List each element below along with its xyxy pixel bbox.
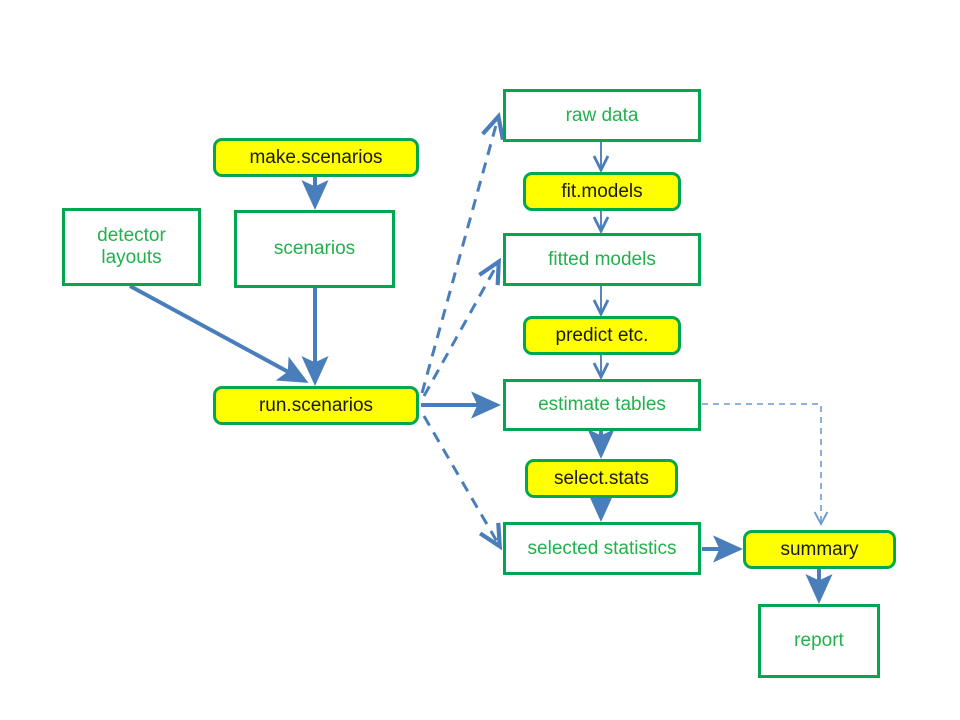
node-select-stats[interactable]: select.stats bbox=[525, 459, 678, 498]
node-label: fitted models bbox=[548, 248, 656, 270]
node-label: summary bbox=[780, 538, 859, 560]
node-label: fit.models bbox=[561, 180, 643, 202]
node-report[interactable]: report bbox=[758, 604, 880, 678]
edge-run-scenarios-to-selected-statistics bbox=[422, 415, 503, 551]
node-selected-statistics[interactable]: selected statistics bbox=[503, 522, 701, 575]
node-fitted-models[interactable]: fitted models bbox=[503, 233, 701, 286]
node-fit-models[interactable]: fit.models bbox=[523, 172, 681, 211]
node-predict-etc[interactable]: predict etc. bbox=[523, 316, 681, 355]
node-label: raw data bbox=[565, 104, 639, 126]
edge-run-scenarios-to-fitted-models bbox=[422, 257, 502, 397]
node-label: detector layouts bbox=[97, 225, 166, 268]
node-scenarios[interactable]: scenarios bbox=[234, 210, 395, 288]
node-label: predict etc. bbox=[555, 324, 649, 346]
node-raw-data[interactable]: raw data bbox=[503, 89, 701, 142]
node-label: select.stats bbox=[553, 467, 650, 489]
node-label: estimate tables bbox=[538, 394, 666, 416]
node-label: run.scenarios bbox=[258, 394, 374, 416]
node-label: report bbox=[794, 630, 844, 652]
node-label: scenarios bbox=[273, 238, 356, 260]
node-run-scenarios[interactable]: run.scenarios bbox=[213, 386, 419, 425]
node-label: make.scenarios bbox=[249, 146, 383, 168]
node-estimate-tables[interactable]: estimate tables bbox=[503, 379, 701, 431]
node-summary[interactable]: summary bbox=[743, 530, 896, 569]
edge-estimate-tables-to-summary bbox=[702, 403, 829, 527]
edge-run-scenarios-to-raw-data bbox=[420, 112, 505, 394]
node-detector-layouts[interactable]: detector layouts bbox=[62, 208, 201, 286]
edge-detector-layouts-to-run-scenarios bbox=[129, 284, 309, 383]
node-label: selected statistics bbox=[527, 537, 677, 559]
node-make-scenarios[interactable]: make.scenarios bbox=[213, 138, 419, 177]
